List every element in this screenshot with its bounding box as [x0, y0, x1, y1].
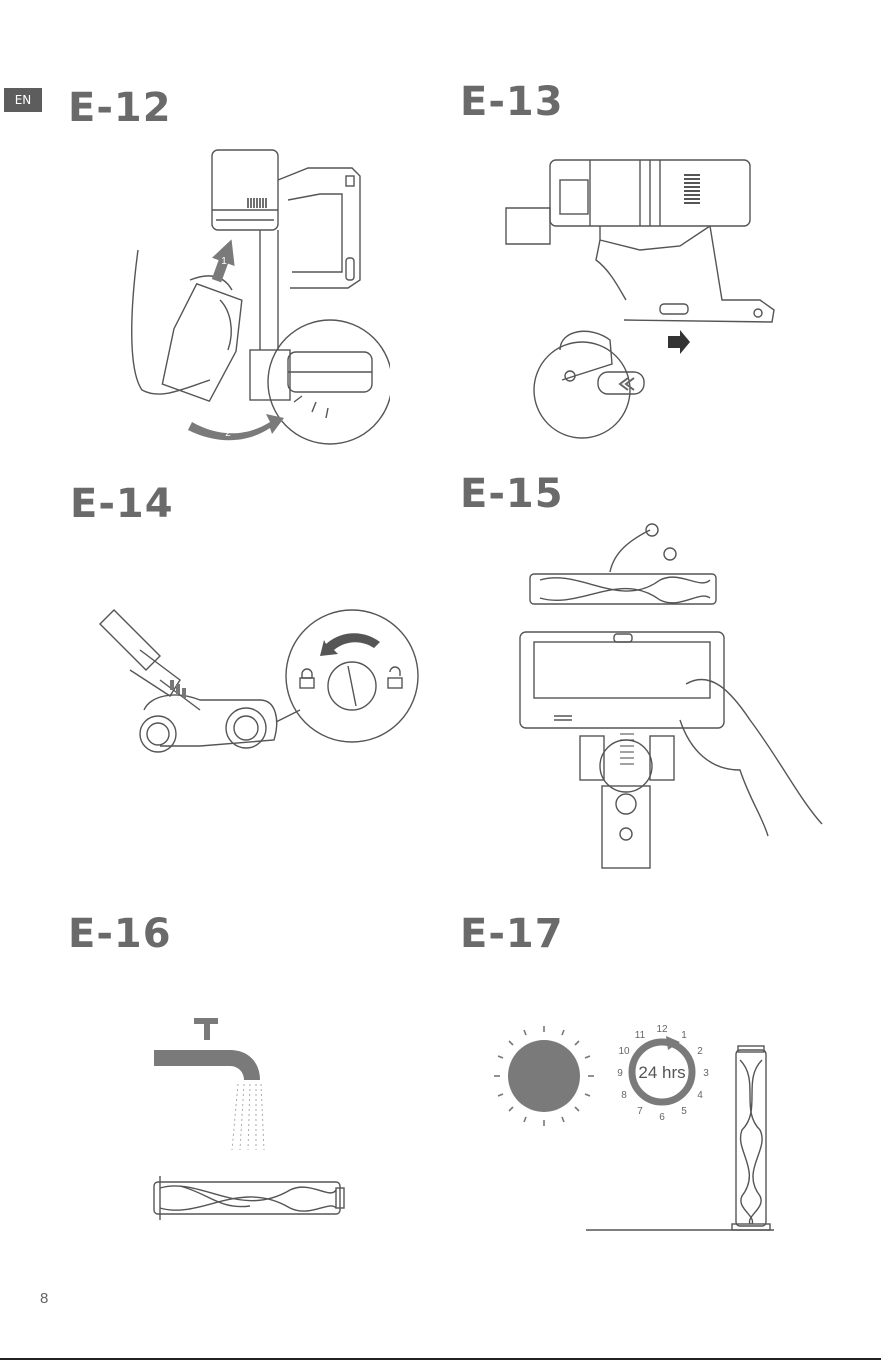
clock-number: 2	[697, 1046, 703, 1057]
step-title-e14: E-14	[70, 484, 174, 524]
clock-number: 3	[703, 1068, 709, 1079]
illustration-e17-dry-24hrs: 24 hrs 12 1 2 3 4 5 6 7 8 9 10 11	[490, 1020, 790, 1240]
step-title-e13: E-13	[460, 82, 564, 122]
illustration-e13-release-latch	[500, 150, 790, 440]
page-number: 8	[40, 1290, 48, 1307]
clock-center-label: 24 hrs	[638, 1063, 685, 1082]
language-tab: EN	[4, 88, 42, 112]
step-title-e17: E-17	[460, 914, 564, 954]
clock-number: 5	[681, 1106, 687, 1117]
illustration-e16-rinse-brush	[140, 1010, 360, 1230]
clock-number: 11	[635, 1030, 646, 1041]
step-title-e12: E-12	[68, 88, 172, 128]
illustration-e12-remove-dust-cup: 1 2	[120, 140, 390, 450]
clock-number: 10	[618, 1046, 630, 1057]
illustration-e14-unlock-brush	[90, 600, 420, 760]
sun-icon	[508, 1040, 580, 1112]
step-title-e16: E-16	[68, 914, 172, 954]
clock-number: 12	[656, 1024, 668, 1035]
clock-number: 4	[697, 1090, 703, 1101]
clock-number: 7	[637, 1106, 643, 1117]
arrow-label-1: 1	[221, 256, 227, 267]
clock-number: 8	[621, 1090, 627, 1101]
bottom-rule	[0, 1358, 881, 1360]
illustration-e15-clean-brush	[510, 520, 840, 880]
arrow-label-2: 2	[225, 428, 231, 439]
clock-number: 9	[617, 1068, 623, 1079]
step-title-e15: E-15	[460, 474, 564, 514]
clock-number: 1	[681, 1030, 687, 1041]
clock-number: 6	[659, 1112, 665, 1123]
